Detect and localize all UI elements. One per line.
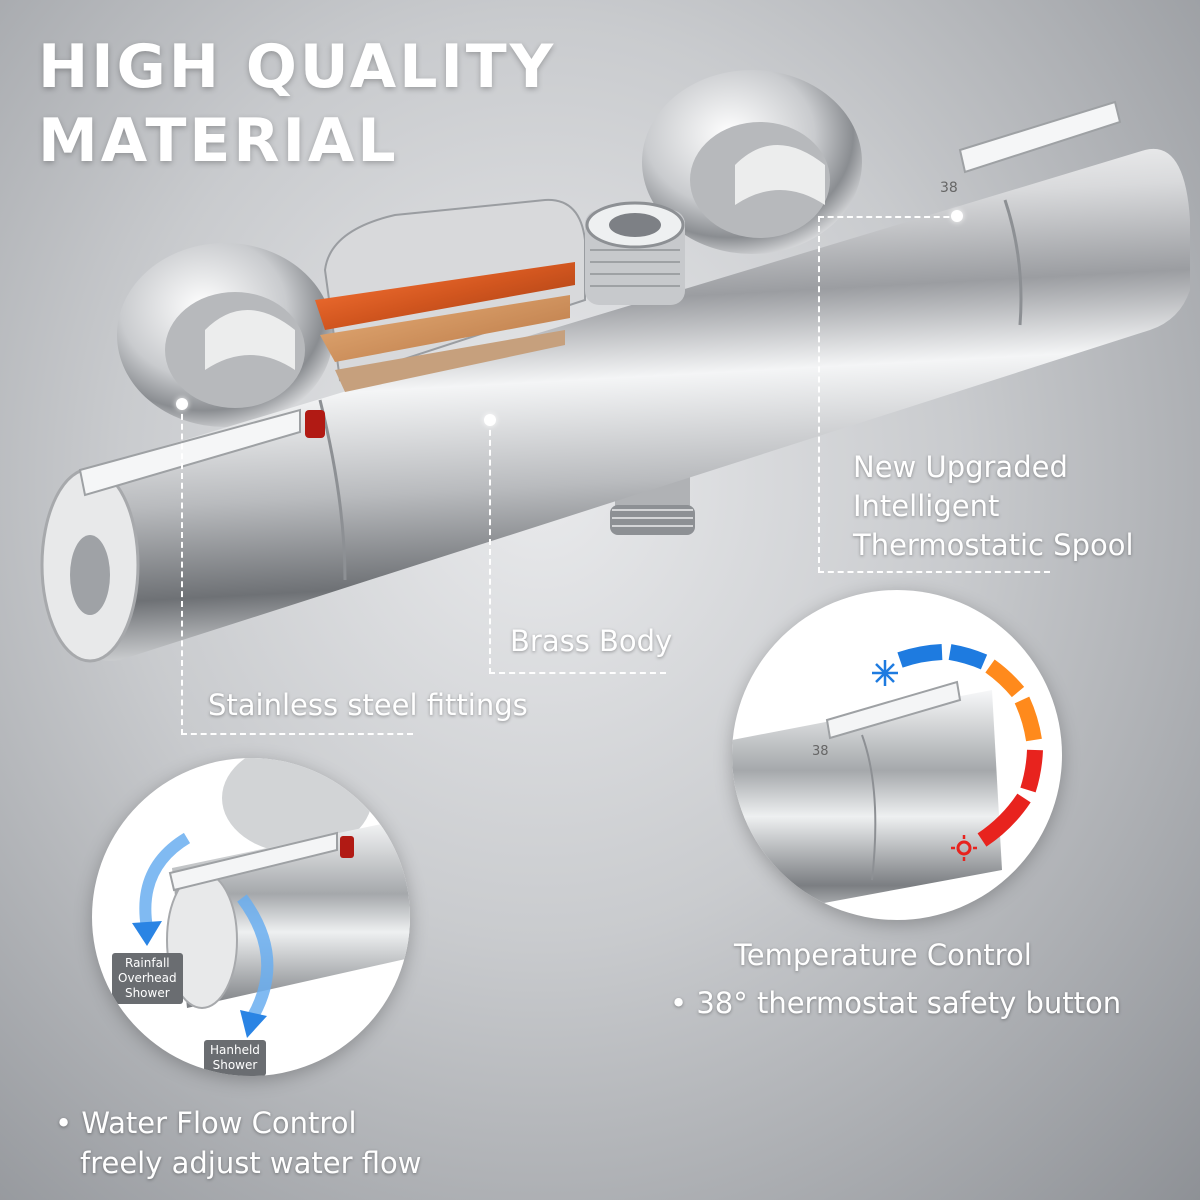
wall-flange-right <box>642 70 862 254</box>
dial-mark-38: 38 <box>940 180 958 196</box>
inset-dial-mark: 38 <box>812 744 829 759</box>
hot-segment-1 <box>1020 749 1043 793</box>
sun-heat-icon <box>951 835 977 861</box>
fittings-callout-label: Stainless steel fittings <box>208 688 528 722</box>
title-line-2: MATERIAL <box>38 106 399 176</box>
body-callout-label: Brass Body <box>510 624 673 658</box>
page-title: HIGH QUALITY MATERIAL <box>38 30 556 178</box>
title-line-1: HIGH QUALITY <box>38 32 557 102</box>
spool-leader-line <box>818 216 959 573</box>
warm-segment-2 <box>1014 696 1042 742</box>
body-leader-line <box>489 420 666 674</box>
flow-arrow-icon <box>132 832 274 1038</box>
waterflow-subtitle: freely adjust water flow <box>80 1146 422 1180</box>
temperature-subtitle: • 38° thermostat safety button <box>670 986 1122 1020</box>
cold-segment-1 <box>897 644 943 668</box>
spool-label-line-3: Thermostatic Spool <box>853 528 1134 562</box>
outlet-label-rainfall: Rainfall Overhead Shower <box>112 953 183 1004</box>
snowflake-icon <box>872 660 898 686</box>
warm-segment-1 <box>985 659 1025 698</box>
cutaway-section <box>315 198 586 392</box>
temperature-title: Temperature Control <box>734 938 1032 972</box>
waterflow-title: • Water Flow Control <box>55 1106 357 1140</box>
fittings-leader-line <box>181 404 413 735</box>
mixer-bar: 38 <box>40 100 1190 663</box>
spool-leader-underline <box>818 571 1050 573</box>
hot-segment-2 <box>977 793 1031 847</box>
spool-callout-label: New Upgraded Intelligent Thermostatic Sp… <box>853 448 1134 565</box>
waterflow-inset: Rainfall Overhead Shower Hanheld Shower <box>92 758 410 1076</box>
cold-segment-2 <box>948 644 988 670</box>
outlet-label-handheld: Hanheld Shower <box>204 1040 266 1076</box>
spool-label-line-2: Intelligent <box>853 489 1000 523</box>
temperature-inset: 38 <box>732 590 1062 920</box>
spool-label-line-1: New Upgraded <box>853 450 1068 484</box>
wall-flange-left <box>117 243 333 427</box>
top-connector <box>585 201 685 305</box>
